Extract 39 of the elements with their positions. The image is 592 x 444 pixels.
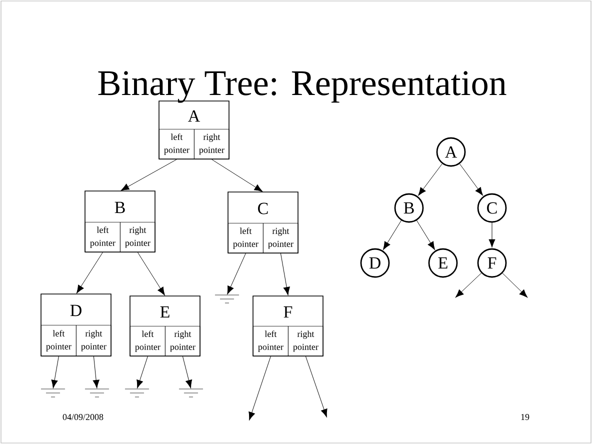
arrow — [455, 272, 482, 298]
arrow — [418, 164, 442, 196]
arrow — [488, 222, 496, 248]
arrow — [227, 253, 246, 294]
ground-symbol — [178, 388, 204, 398]
ground-symbol — [84, 388, 110, 398]
arrow — [280, 253, 290, 296]
ground-symbol — [40, 388, 66, 398]
arrow — [120, 159, 177, 191]
title: Binary Tree: Representation — [98, 71, 506, 103]
pointer-cell: left pointer — [159, 129, 194, 160]
pointer-cell: left pointer — [253, 326, 288, 356]
pointer-cell: left pointer — [228, 223, 264, 254]
arrow — [383, 220, 402, 250]
ground-symbol — [124, 388, 150, 398]
pointer-cell: right pointer — [76, 325, 112, 356]
arrow — [136, 356, 148, 388]
pointer-cell: left pointer — [41, 325, 76, 356]
arrow — [459, 164, 483, 196]
pointer-cell: right pointer — [120, 222, 156, 252]
pointer-cell: left pointer — [130, 326, 166, 356]
arrow — [182, 356, 192, 388]
pointer-cell: right pointer — [288, 326, 324, 356]
date-footer: 04/09/2008 — [62, 414, 104, 420]
arrow — [137, 252, 165, 296]
arrow — [51, 356, 59, 388]
pointer-cell: left pointer — [85, 222, 120, 252]
pointer-cell: right pointer — [194, 129, 230, 160]
pointer-cell: right pointer — [165, 326, 200, 356]
pointer-cell: right pointer — [263, 223, 298, 254]
arrow — [76, 252, 103, 294]
arrow — [211, 159, 263, 192]
arrow — [502, 273, 528, 298]
arrow — [248, 356, 271, 420]
ground-symbol — [214, 294, 240, 304]
page-number: 19 — [521, 414, 530, 420]
arrow — [416, 220, 435, 250]
arrow — [92, 356, 100, 388]
arrow — [305, 356, 328, 418]
